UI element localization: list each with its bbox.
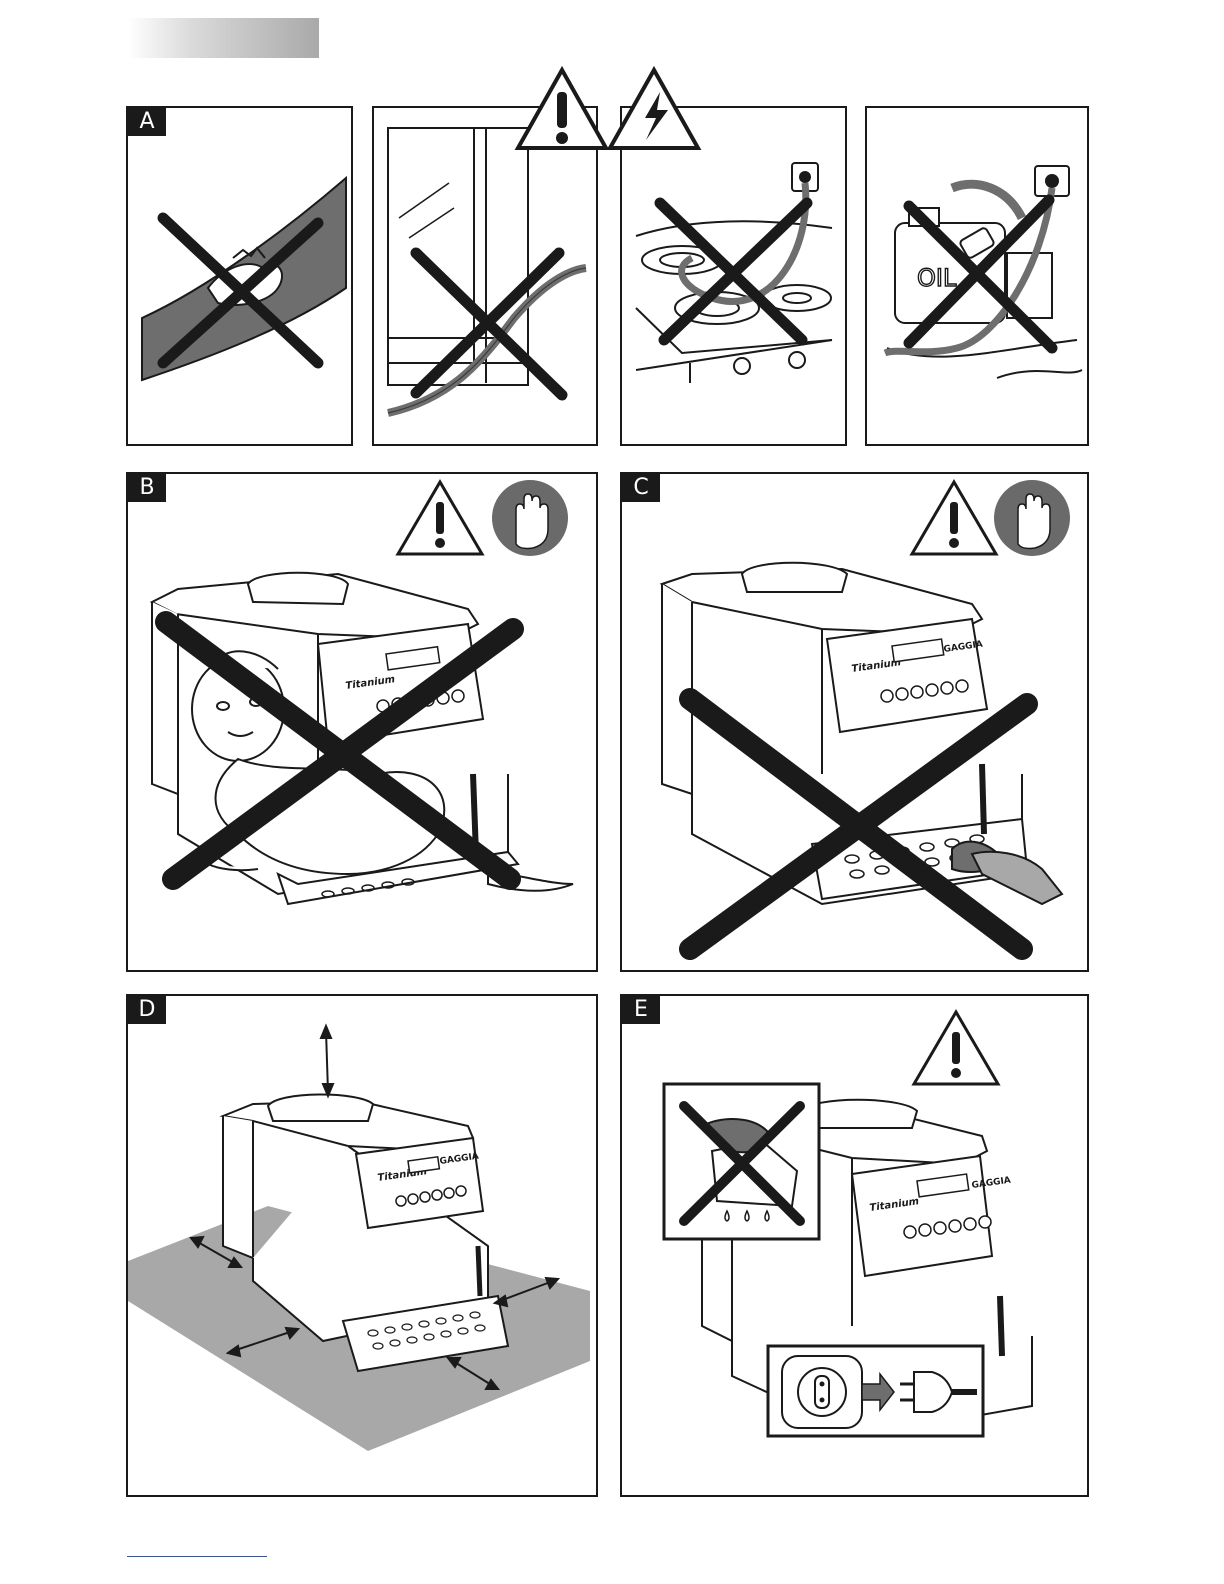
section-label-d: D	[128, 996, 166, 1024]
warning-triangle-icon	[912, 482, 996, 554]
panel-a1-cloth-on-cable: A	[126, 106, 353, 446]
panel-a2-cable-in-door	[372, 106, 598, 446]
stop-hand-icon	[994, 480, 1070, 556]
panel-b-child-safety: B Titanium	[126, 472, 598, 972]
stop-hand-icon	[492, 480, 568, 556]
panel-d-placement-clearance: D Titanium GAGGIA	[126, 994, 598, 1497]
coffee-machine-being-wiped: Titanium GAGGIA	[622, 474, 1089, 972]
section-label-b: B	[128, 474, 166, 502]
coffee-machine-unplug: Titanium GAGGIA	[622, 996, 1089, 1497]
panel-e-electrical-safety: E Titanium GAGGIA	[620, 994, 1089, 1497]
prohibited-cross-icon	[416, 253, 562, 395]
coffee-machine-clearance: Titanium GAGGIA	[128, 996, 598, 1497]
coffee-machine-with-child: Titanium	[128, 474, 598, 972]
power-socket-icon	[798, 1368, 846, 1416]
header-gradient-bar	[127, 18, 319, 58]
warning-triangle-icon	[398, 482, 482, 554]
panel-a4-cable-near-oil: OIL	[865, 106, 1089, 446]
warning-triangle-icon	[914, 1012, 998, 1084]
section-label-a: A	[128, 108, 166, 136]
oil-canister-text: OIL	[917, 264, 957, 292]
inset-unplug-power	[768, 1346, 983, 1436]
section-label-e: E	[622, 996, 660, 1024]
inset-no-water-on-machine	[664, 1084, 819, 1239]
footer-rule	[127, 1556, 267, 1557]
section-label-c: C	[622, 474, 660, 502]
panel-a3-cable-on-stove	[620, 106, 847, 446]
panel-c-cleaning-safety: C Titanium GAGGIA	[620, 472, 1089, 972]
